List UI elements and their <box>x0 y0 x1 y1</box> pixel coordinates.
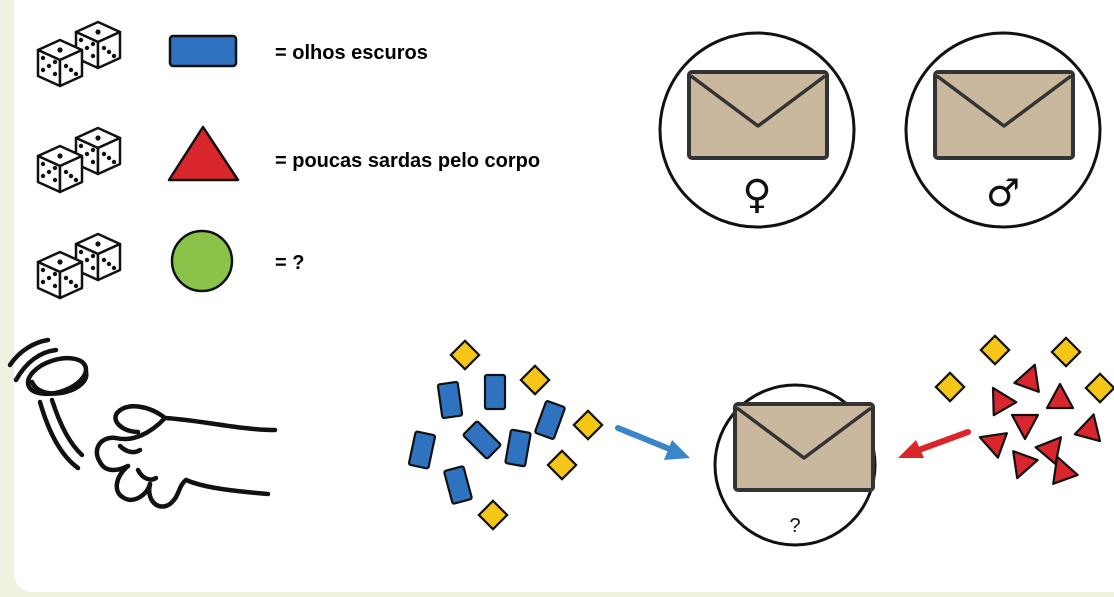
coin-toss-hand-icon <box>7 337 278 509</box>
green-circle-icon <box>170 229 234 293</box>
envelope-icon <box>687 70 829 160</box>
red-triangles-pile <box>934 334 1114 485</box>
female-envelope-circle <box>658 31 856 229</box>
dice-icon <box>38 128 120 192</box>
legend-unknown-label: = ? <box>275 252 305 274</box>
red-triangle-icon <box>167 125 240 182</box>
male-symbol: ♂ <box>986 171 1020 215</box>
blue-rectangle-icon <box>168 34 238 68</box>
legend-few-freckles-label: = poucas sardas pelo corpo <box>275 150 541 172</box>
blue-cards-pile <box>407 339 604 531</box>
arrow-icon <box>615 425 690 460</box>
arrow-icon <box>898 429 971 458</box>
dice-icon <box>38 234 120 298</box>
legend-dark-eyes-label: = olhos escuros <box>275 42 428 64</box>
dice-icon <box>38 22 120 86</box>
result-envelope-circle <box>713 383 877 547</box>
envelope-icon <box>933 70 1075 160</box>
envelope-icon <box>733 402 875 492</box>
female-symbol: ♀ <box>742 172 771 218</box>
result-symbol: ? <box>789 515 800 537</box>
male-envelope-circle <box>904 31 1102 229</box>
